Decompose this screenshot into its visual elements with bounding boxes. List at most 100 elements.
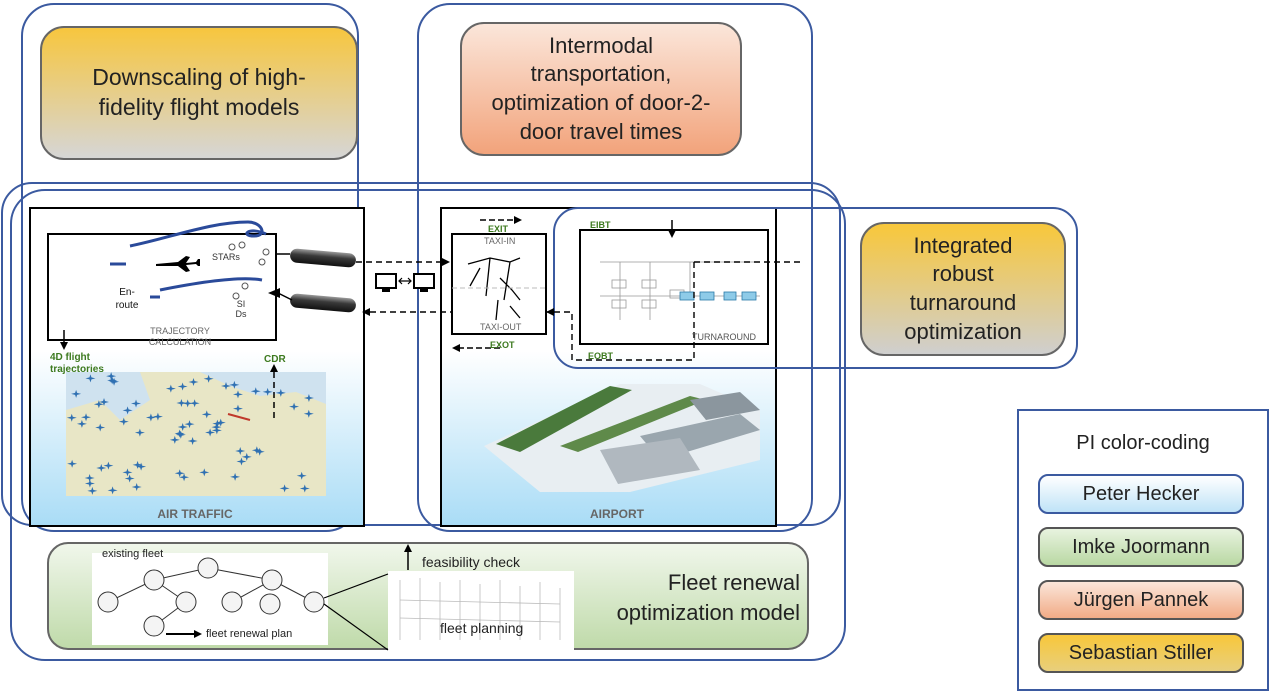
downscaling-text: Downscaling of high-fidelity flight mode… (92, 64, 306, 120)
aircraft-icon (299, 484, 310, 493)
aircraft-icon (103, 461, 114, 470)
aircraft-icon (177, 382, 188, 391)
aircraft-icon (232, 390, 243, 399)
aircraft-icon (251, 446, 262, 455)
aircraft-icon (71, 389, 82, 398)
stars-label: STARs (212, 252, 240, 262)
aircraft-icon (81, 413, 92, 422)
map-sea (66, 372, 150, 420)
fleet-tree (97, 557, 325, 637)
aircraft-icon (169, 435, 180, 444)
cdr-arrowhead (270, 364, 278, 372)
aircraft-icon (236, 457, 247, 466)
aircraft-icon (109, 377, 120, 386)
renewal-plan-arrowhead (194, 630, 202, 638)
legend-label: Peter Hecker (1082, 482, 1200, 505)
aircraft-icon (279, 484, 290, 493)
exot-label: EXOT (490, 340, 515, 350)
aircraft-icon (95, 423, 106, 432)
aircraft-icon (199, 468, 210, 477)
legend-label: Imke Joormann (1072, 535, 1210, 558)
taxi-network (467, 257, 521, 321)
legend-title: PI color-coding (1076, 432, 1210, 454)
arrow-head-traj-in (268, 288, 280, 298)
aircraft-icon (187, 437, 198, 446)
tube-lower (290, 293, 356, 313)
zoom-line-top (323, 573, 389, 599)
aircraft-icon (289, 402, 300, 411)
feasibility-label: feasibility check (422, 554, 521, 570)
aircraft-icon (85, 374, 96, 383)
fourd-label: 4D flight trajectories (50, 352, 104, 375)
feasibility-arrowhead (404, 544, 412, 552)
aircraft-icon (189, 399, 200, 408)
fleet-planning-label: fleet planning (440, 620, 524, 636)
eobt-label: EOBT (588, 351, 614, 361)
aircraft-icon (84, 473, 95, 482)
eibt-label: EIBT (590, 220, 611, 230)
aircraft-icon (296, 471, 307, 480)
arrowhead-left (362, 308, 370, 316)
computer-link-icon (375, 273, 435, 292)
aircraft-icon (262, 387, 273, 396)
aircraft-icon (211, 426, 222, 435)
turnaround-dashed-loop (546, 261, 800, 361)
exot-arrowhead (452, 344, 460, 352)
aircraft-icon (211, 423, 222, 432)
aircraft-icon (152, 412, 163, 421)
aircraft-icon (232, 404, 243, 413)
turnaround-optimization-text: Integrated robust turnaround optimizatio… (904, 232, 1022, 344)
turnaround-label: TURNAROUND (692, 332, 756, 342)
taxi-out-label: TAXI-OUT (480, 322, 522, 332)
turnaround-blue-blocks (679, 291, 757, 301)
aircraft-icon (177, 422, 188, 431)
aircraft-icon (230, 472, 241, 481)
aircraft-icon (134, 428, 145, 437)
aircraft-icon (188, 378, 199, 387)
aircraft-icon (107, 486, 118, 495)
legend-label: Sebastian Stiller (1068, 641, 1214, 664)
legend-item-imke-joormann: Imke Joormann (1038, 527, 1244, 567)
aircraft-icon (201, 410, 212, 419)
turnaround-optimization-box: Integrated robust turnaround optimizatio… (860, 222, 1066, 356)
aircraft-icon (184, 420, 195, 429)
arrow-traj-in (277, 292, 293, 301)
taxi-box (451, 233, 547, 335)
legend-item-juergen-pannek: Jürgen Pannek (1038, 580, 1244, 620)
aircraft-icon (67, 459, 78, 468)
aircraft-icon (203, 374, 214, 383)
aircraft-icon (182, 399, 193, 408)
waypoint-stars (228, 241, 270, 300)
exit-label: EXIT (488, 224, 509, 234)
taxi-in-label: TAXI-IN (484, 236, 516, 246)
aircraft-icon (136, 462, 147, 471)
tube-upper (290, 248, 356, 268)
intermodal-text: Intermodal transportation, optimization … (491, 32, 711, 144)
aircraft-icon (303, 409, 314, 418)
group-outline-wide (10, 189, 846, 661)
aircraft-icon (235, 447, 246, 456)
eobt-arrowhead (546, 308, 554, 316)
airport-3d-view (484, 384, 760, 492)
aircraft-icon (99, 397, 110, 406)
plane-icon (156, 256, 200, 272)
aircraft-icon (254, 447, 265, 456)
aircraft-icon (118, 417, 129, 426)
aircraft-icon (175, 430, 186, 439)
aircraft-icon (107, 376, 118, 385)
sids-label: SI Ds (235, 299, 247, 319)
enroute-label: En-route (115, 287, 139, 311)
aircraft-icon (145, 413, 156, 422)
legend-item-peter-hecker: Peter Hecker (1038, 474, 1244, 514)
map-red-route (227, 413, 251, 421)
aircraft-icon (205, 428, 216, 437)
downscaling-box: Downscaling of high-fidelity flight mode… (40, 26, 358, 160)
aircraft-icon (174, 469, 185, 478)
renewal-plan-label: fleet renewal plan (206, 628, 293, 640)
aircraft-icon (165, 384, 176, 393)
aircraft-icon (96, 464, 107, 473)
aircraft-icon (215, 418, 226, 427)
aircraft-icon (106, 372, 117, 381)
aircraft-icon (241, 452, 252, 461)
aircraft-icon (174, 429, 185, 438)
